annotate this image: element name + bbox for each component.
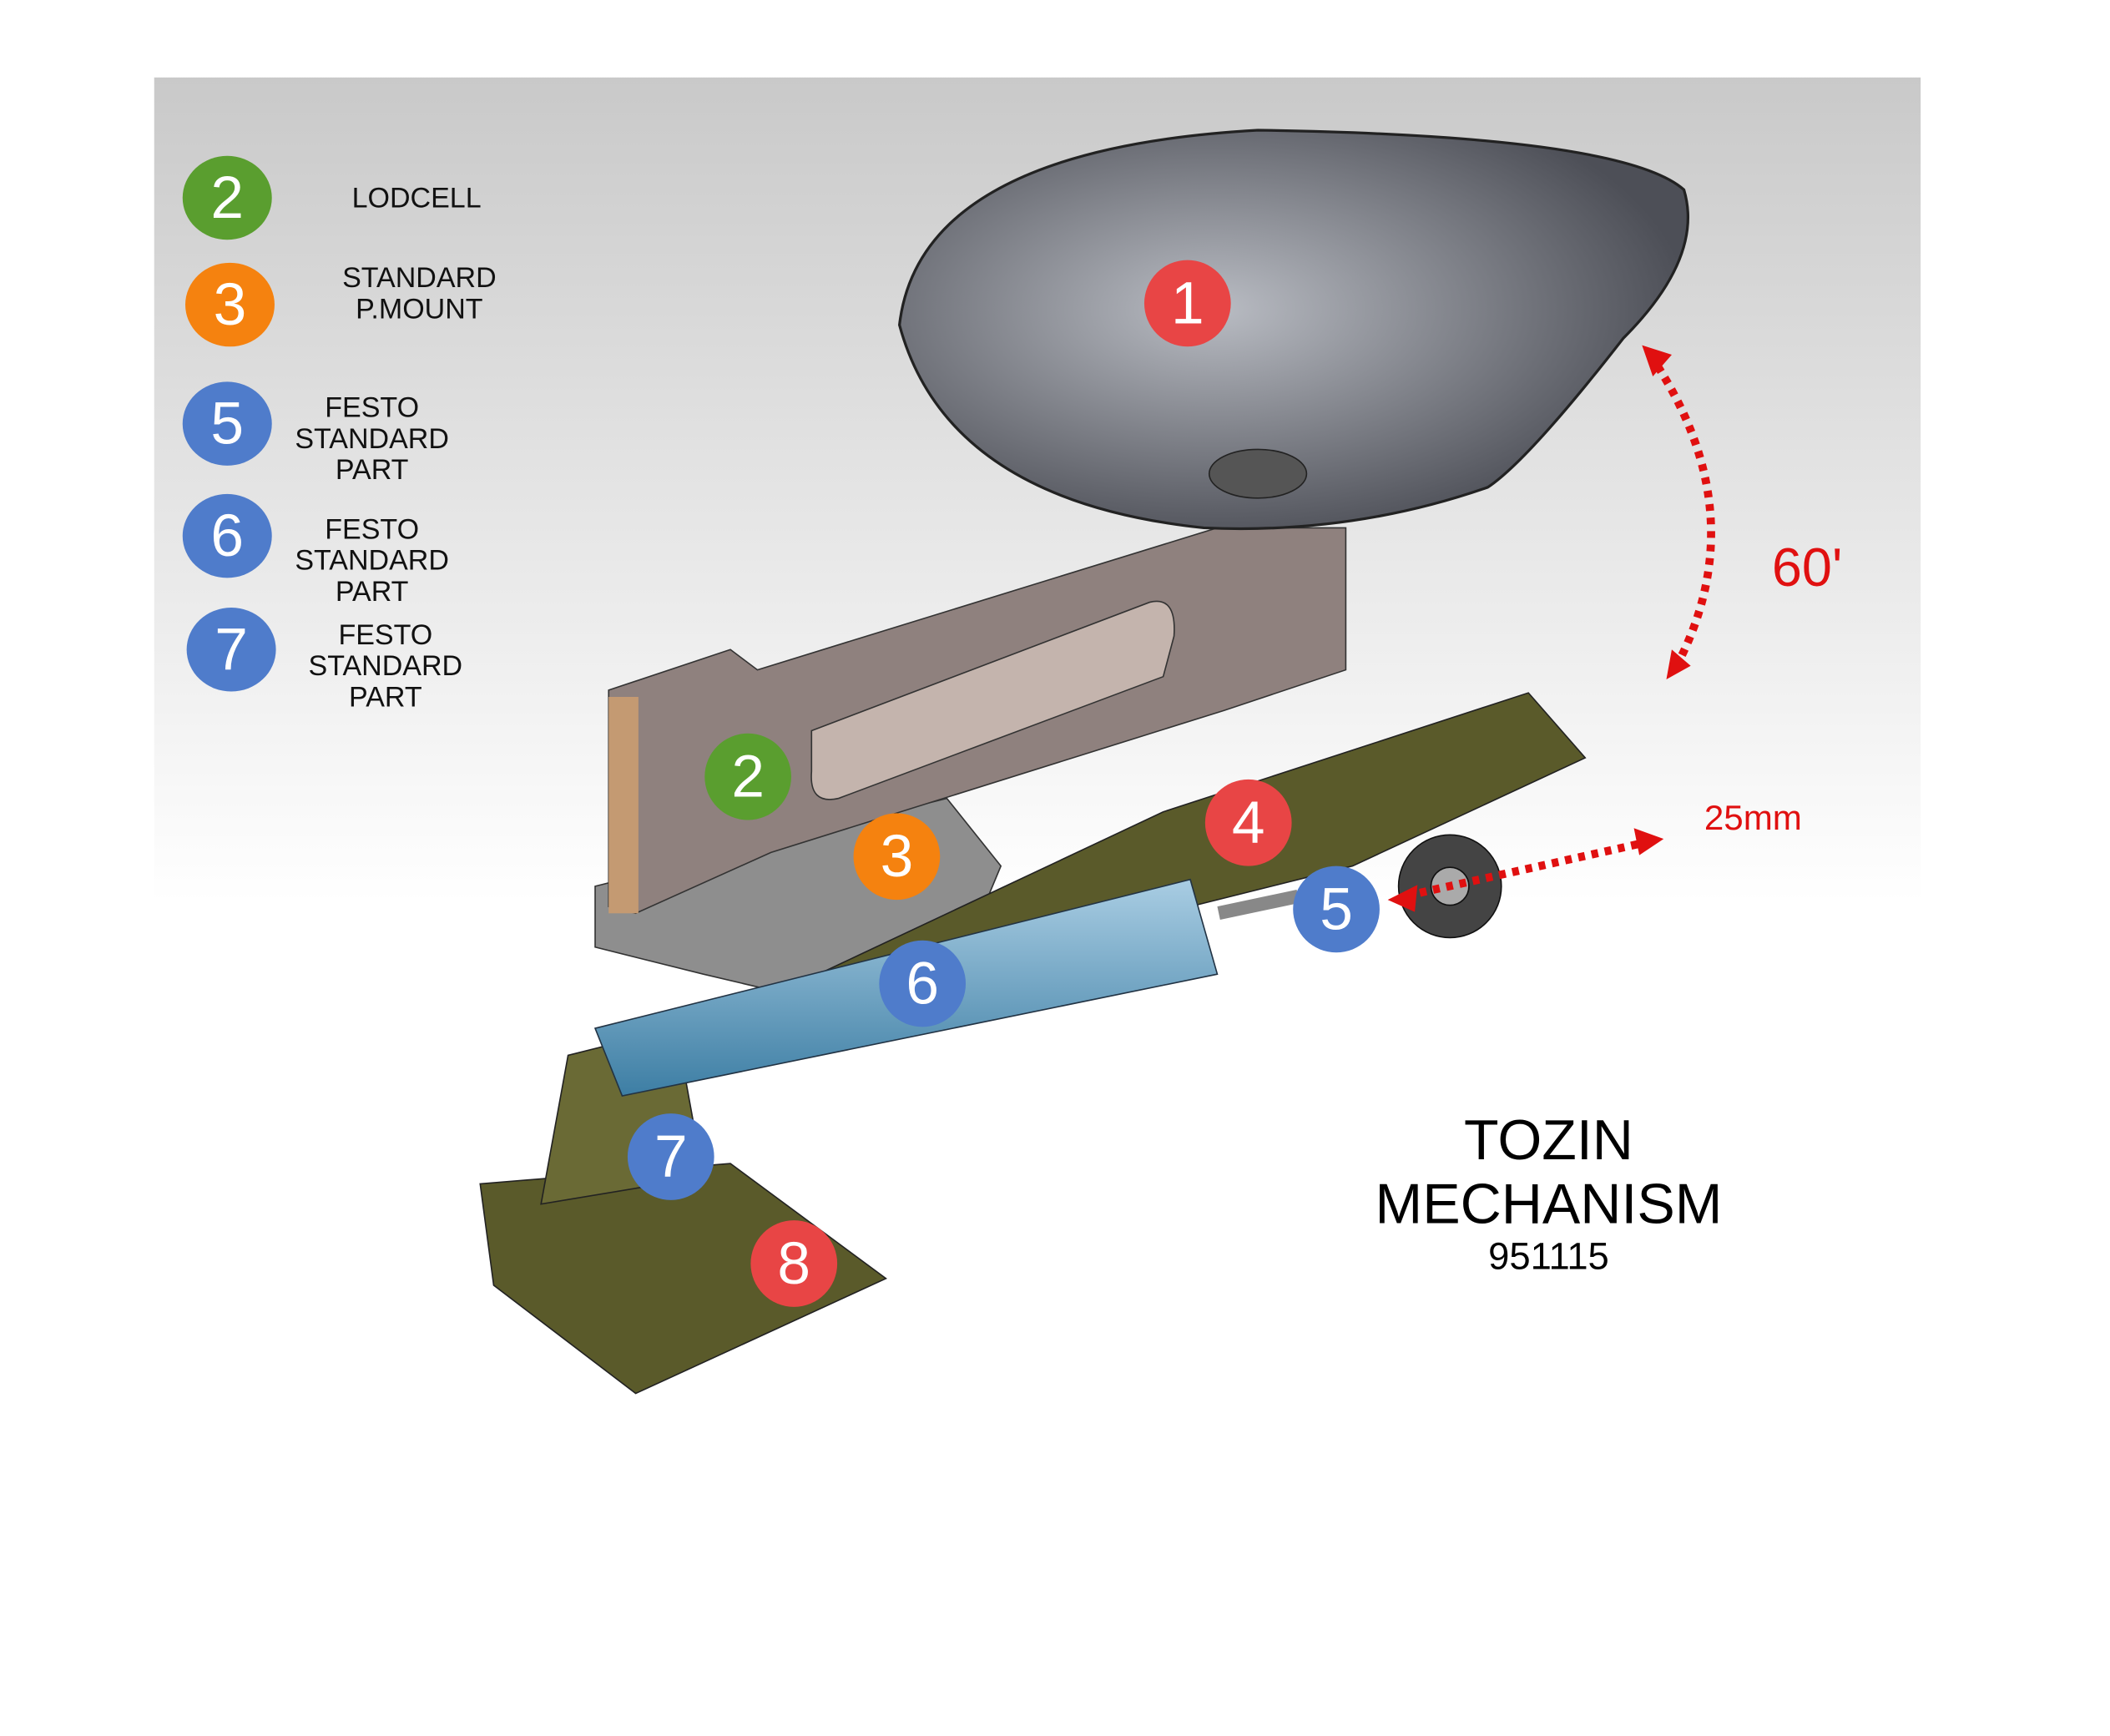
load-cell: [608, 527, 1347, 915]
legend-number: 7: [215, 616, 248, 683]
legend-label-line: STANDARD: [295, 545, 449, 577]
part-marker-8: 8: [750, 1220, 838, 1307]
drawing-number: 951115: [1488, 1234, 1609, 1277]
legend-label-line: FESTO: [325, 513, 419, 545]
marker-badge: [1293, 865, 1380, 953]
legend-badge: [182, 381, 272, 466]
legend-item: 2 LODCELL: [182, 155, 482, 240]
legend-label-line: PART: [336, 576, 409, 608]
marker-number: 5: [1320, 876, 1353, 942]
part-marker-3: 3: [853, 813, 941, 901]
title-line-1: TOZIN: [1464, 1108, 1633, 1172]
legend-number: 5: [210, 391, 244, 457]
legend-label-line: FESTO: [325, 392, 419, 424]
legend-badge: [182, 493, 272, 578]
legend-label-line: STANDARD: [342, 262, 497, 294]
weighing-bowl: [897, 129, 1690, 531]
legend-label-line: P.MOUNT: [356, 293, 482, 325]
part-markers: 1 2 3 45 6 7 8: [627, 260, 1380, 1307]
legend-number: 2: [210, 164, 244, 231]
marker-number: 3: [881, 823, 914, 890]
part-marker-6: 6: [879, 940, 967, 1027]
legend-number: 3: [214, 271, 247, 338]
legend-badge: [182, 155, 272, 240]
marker-badge: [704, 733, 791, 820]
marker-number: 4: [1232, 790, 1265, 856]
legend-badge: [185, 262, 275, 347]
legend-label-line: LODCELL: [352, 182, 482, 214]
angle-annotation: 60': [1642, 345, 1842, 679]
marker-number: 1: [1171, 270, 1204, 336]
legend-number: 6: [210, 502, 244, 569]
part-marker-7: 7: [627, 1113, 714, 1200]
legend-label-line: PART: [349, 681, 422, 713]
part-marker-2: 2: [704, 733, 791, 820]
angle-label: 60': [1772, 537, 1842, 598]
stroke-label: 25mm: [1704, 798, 1802, 837]
marker-number: 6: [906, 951, 939, 1017]
legend-badge: [186, 608, 276, 692]
part-marker-4: 4: [1204, 779, 1292, 866]
marker-badge: [853, 813, 941, 901]
marker-badge: [879, 940, 967, 1027]
legend-label-line: STANDARD: [295, 423, 449, 455]
marker-number: 7: [654, 1123, 688, 1190]
title-block: TOZIN MECHANISM 951115: [1376, 1108, 1723, 1277]
marker-badge: [1143, 260, 1231, 347]
marker-badge: [627, 1113, 714, 1200]
part-marker-5: 5: [1293, 865, 1380, 953]
legend-label-line: PART: [336, 454, 409, 486]
marker-badge: [1204, 779, 1292, 866]
title-line-2: MECHANISM: [1376, 1172, 1723, 1235]
stroke-annotation: 25mm: [1387, 798, 1802, 912]
part-marker-1: 1: [1143, 260, 1231, 347]
marker-number: 2: [731, 744, 765, 810]
legend-label-line: STANDARD: [309, 650, 463, 682]
marker-badge: [750, 1220, 838, 1307]
marker-number: 8: [777, 1230, 810, 1297]
legend-label-line: FESTO: [338, 619, 432, 651]
